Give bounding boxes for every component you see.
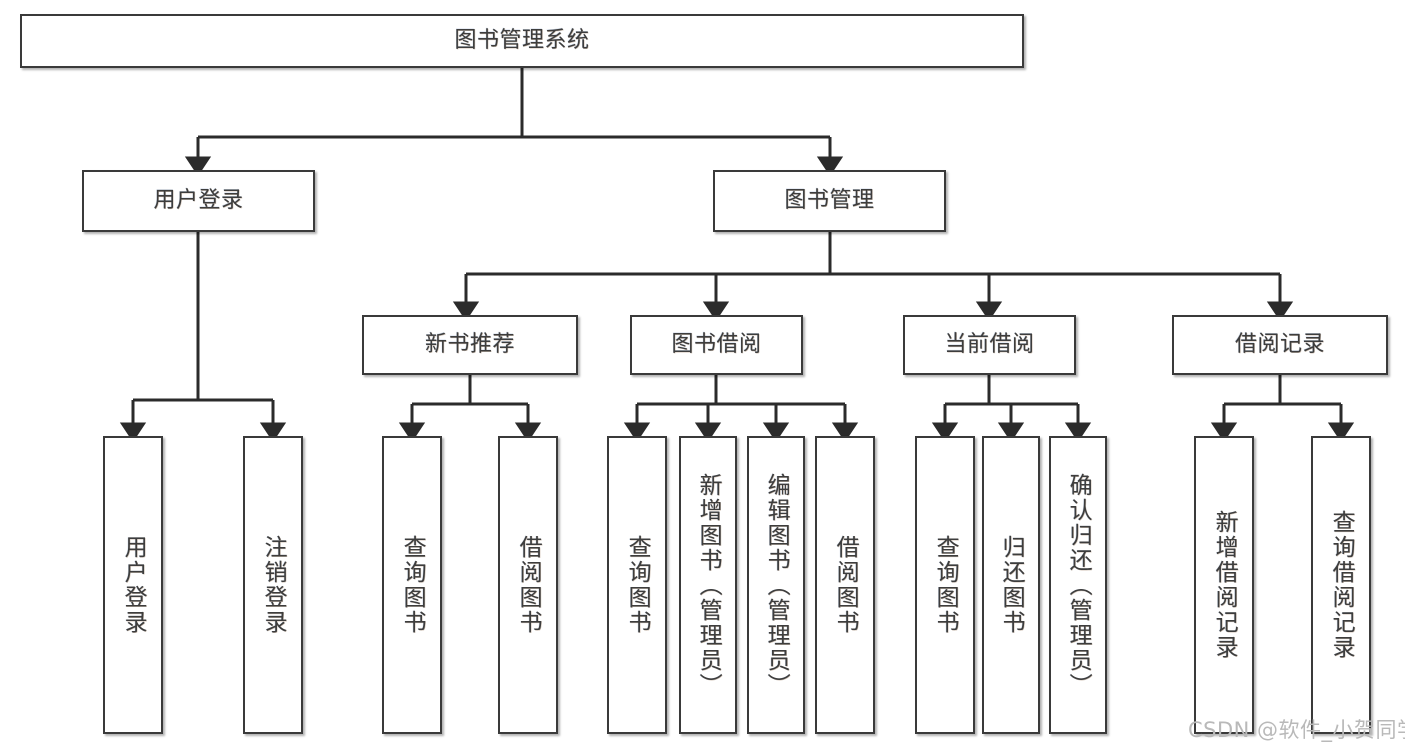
node-root-label: 图书管理系统: [454, 28, 590, 54]
leaf-query-book-1[interactable]: 查询图书: [382, 436, 442, 734]
leaf-borrow-book-2[interactable]: 借阅图书: [815, 436, 875, 734]
leaf-edit-book[interactable]: 编辑图书（管理员）: [747, 436, 805, 734]
leaf-add-book[interactable]: 新增图书（管理员）: [679, 436, 737, 734]
leaf-confirm-return[interactable]: 确认归还（管理员）: [1049, 436, 1107, 734]
watermark-text: CSDN @软件_小贺同学: [1188, 718, 1405, 742]
node-borrow-record[interactable]: 借阅记录: [1172, 315, 1388, 375]
node-book-manage[interactable]: 图书管理: [713, 170, 946, 232]
leaf-query-book-1-label: 查询图书: [399, 535, 426, 635]
leaf-query-record[interactable]: 查询借阅记录: [1311, 436, 1371, 734]
leaf-query-book-2-label: 查询图书: [624, 535, 651, 635]
leaf-user-login-label: 用户登录: [120, 535, 147, 635]
node-borrow-record-label: 借阅记录: [1234, 332, 1325, 358]
node-user-login[interactable]: 用户登录: [82, 170, 315, 232]
leaf-logout-label: 注销登录: [260, 535, 287, 635]
node-new-book-rec[interactable]: 新书推荐: [362, 315, 578, 375]
leaf-borrow-book-1[interactable]: 借阅图书: [498, 436, 558, 734]
leaf-query-record-label: 查询借阅记录: [1328, 510, 1355, 660]
leaf-query-book-3-label: 查询图书: [932, 535, 959, 635]
leaf-edit-book-label: 编辑图书（管理员）: [763, 472, 790, 698]
node-user-login-label: 用户登录: [153, 188, 244, 214]
node-current-borrow[interactable]: 当前借阅: [903, 315, 1076, 375]
node-current-borrow-label: 当前借阅: [944, 332, 1035, 358]
leaf-return-book-label: 归还图书: [998, 535, 1025, 635]
node-root[interactable]: 图书管理系统: [20, 14, 1024, 68]
node-book-borrow[interactable]: 图书借阅: [630, 315, 803, 375]
leaf-logout[interactable]: 注销登录: [243, 436, 303, 734]
node-book-manage-label: 图书管理: [784, 188, 875, 214]
leaf-add-record[interactable]: 新增借阅记录: [1194, 436, 1254, 734]
node-book-borrow-label: 图书借阅: [671, 332, 762, 358]
leaf-add-book-label: 新增图书（管理员）: [695, 472, 722, 698]
leaf-borrow-book-2-label: 借阅图书: [832, 535, 859, 635]
leaf-user-login[interactable]: 用户登录: [103, 436, 163, 734]
leaf-return-book[interactable]: 归还图书: [982, 436, 1040, 734]
leaf-borrow-book-1-label: 借阅图书: [515, 535, 542, 635]
node-new-book-rec-label: 新书推荐: [424, 332, 515, 358]
leaf-query-book-3[interactable]: 查询图书: [915, 436, 975, 734]
leaf-query-book-2[interactable]: 查询图书: [607, 436, 667, 734]
leaf-add-record-label: 新增借阅记录: [1211, 510, 1238, 660]
leaf-confirm-return-label: 确认归还（管理员）: [1065, 472, 1092, 698]
